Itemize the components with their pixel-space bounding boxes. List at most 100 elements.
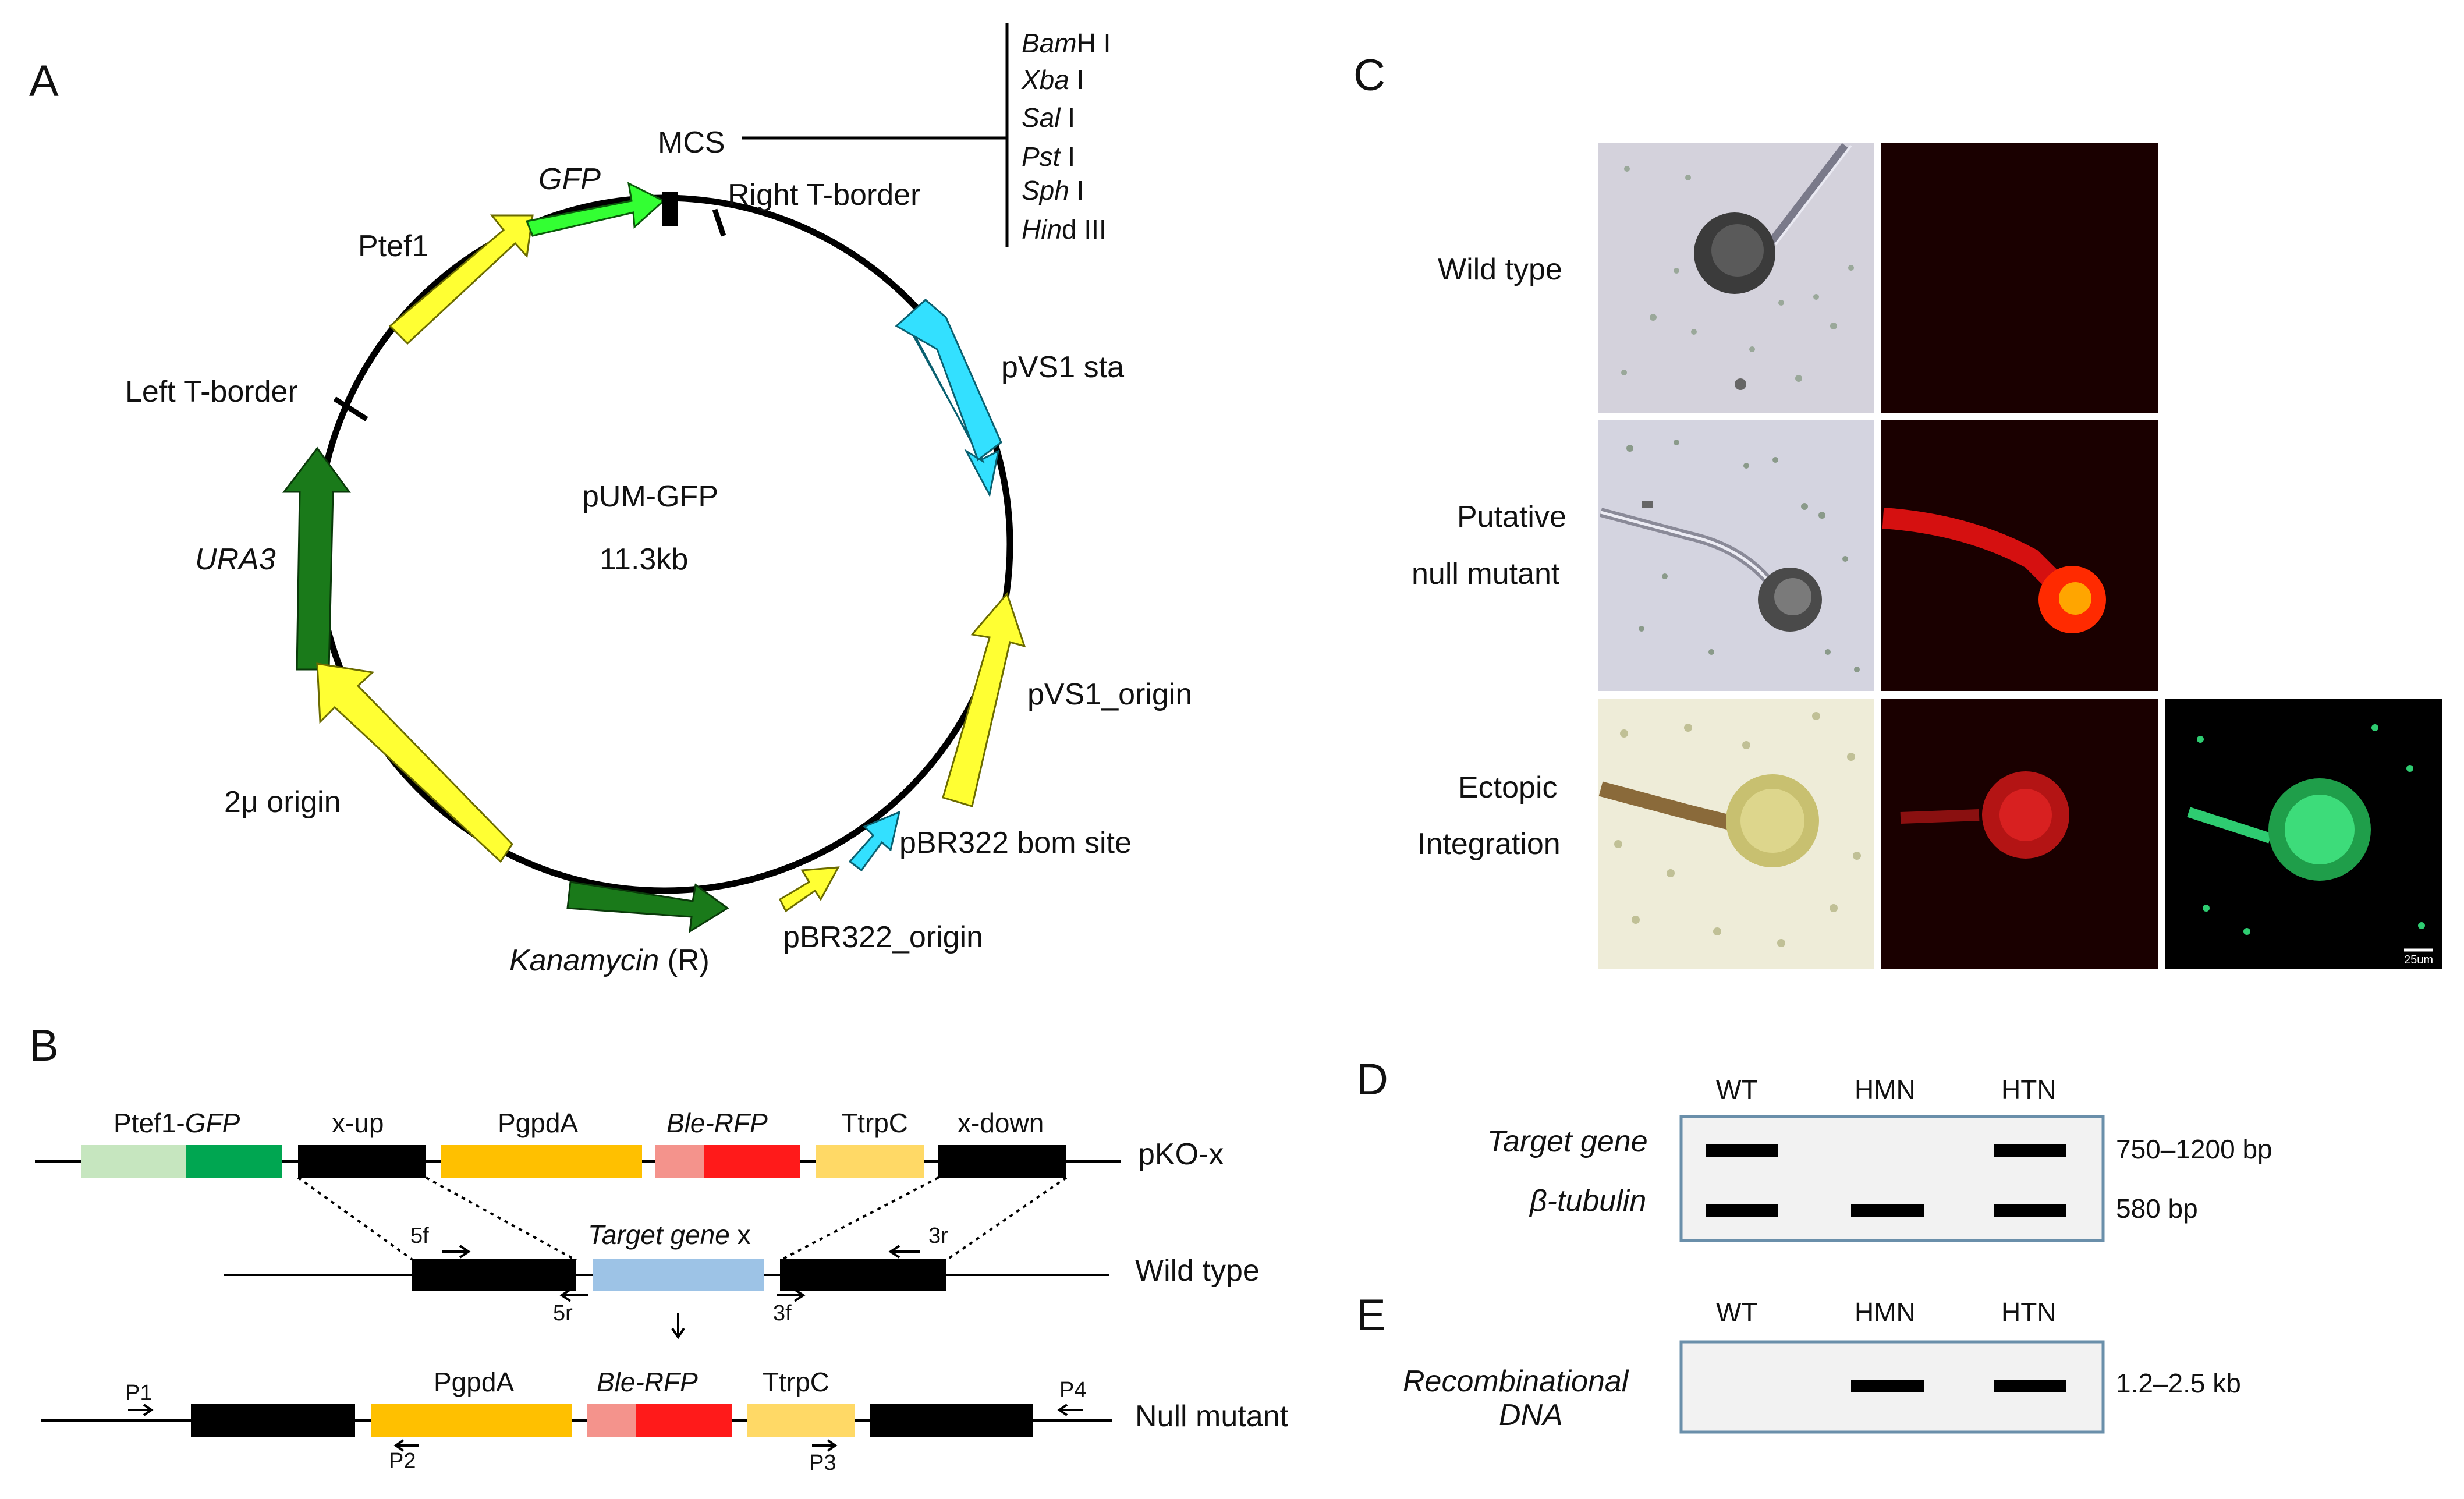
gfp-block <box>186 1145 282 1178</box>
x-down-block <box>938 1145 1066 1178</box>
gel-e-lane-hmn: HMN <box>1855 1297 1916 1327</box>
gel-e-row-label-line2: DNA <box>1499 1398 1563 1432</box>
panel-e: E WT HMN HTN Recombinational DNA 1.2–2.5… <box>1356 1291 2241 1434</box>
ble-rfp-label: Ble-RFP <box>666 1108 768 1138</box>
panel-letter-a: A <box>29 56 59 106</box>
gel-band <box>1994 1144 2066 1157</box>
two-mu-origin-label: 2μ origin <box>224 785 341 819</box>
x-up-label: x-up <box>332 1108 384 1138</box>
ura3-label: URA3 <box>195 543 276 576</box>
site-sphi: Sph I <box>1022 175 1084 205</box>
plasmid-name: pUM-GFP <box>582 480 718 513</box>
primer-3r-arrow <box>888 1245 920 1259</box>
crossover-line-2 <box>426 1176 577 1261</box>
wild-type-construct-label: Wild type <box>1135 1254 1260 1288</box>
site-sali: Sal I <box>1022 102 1075 133</box>
panel-letter-b: B <box>29 1021 59 1071</box>
gel-e-lane-htn: HTN <box>2001 1297 2057 1327</box>
ptef1-block <box>81 1145 186 1178</box>
nm-ttrpc-label: TtrpC <box>763 1367 829 1397</box>
nm-pgpda-label: PgpdA <box>434 1367 514 1397</box>
pbr322-origin-label: pBR322_origin <box>783 920 983 954</box>
crossover-line-3 <box>779 1176 939 1261</box>
row-label-ectopic: Ectopic <box>1458 771 1558 805</box>
x-down-label: x-down <box>958 1108 1044 1138</box>
ble-block <box>655 1145 704 1178</box>
left-t-border-label: Left T-border <box>125 375 298 409</box>
nm-rfp-block <box>636 1404 732 1437</box>
recombination-down-arrow <box>671 1313 685 1339</box>
primer-p3-arrow <box>812 1439 838 1452</box>
panel-d: D WT HMN HTN Target gene β-tubulin 750–1… <box>1356 1055 2272 1242</box>
gel-d-lane-wt: WT <box>1716 1075 1758 1105</box>
primer-5r-arrow <box>559 1288 588 1302</box>
pgpda-block <box>441 1145 642 1178</box>
target-gene-label: Target gene x <box>588 1220 751 1250</box>
target-gene-block <box>593 1259 764 1291</box>
pbr322-bom-feature-arrow <box>848 810 901 872</box>
primer-p2-arrow <box>393 1439 419 1452</box>
right-t-border-label: Right T-border <box>728 178 920 212</box>
primer-p1-label: P1 <box>125 1381 152 1405</box>
ptef1-feature-arrow <box>388 214 534 345</box>
wt-up-block <box>412 1259 576 1291</box>
gel-band <box>1706 1144 1778 1157</box>
micrograph-wt-fluorescence <box>1881 143 2158 413</box>
primer-p4-arrow <box>1057 1404 1083 1416</box>
primer-5f-label: 5f <box>410 1224 429 1248</box>
pbr322-bom-label: pBR322 bom site <box>899 826 1132 860</box>
gel-d-row-beta-tubulin: β-tubulin <box>1529 1184 1646 1218</box>
ptef1-gfp-label: Ptef1-GFP <box>114 1108 240 1138</box>
ttrpc-block <box>816 1145 924 1178</box>
gel-band <box>1706 1204 1778 1217</box>
pgpda-label: PgpdA <box>498 1108 578 1138</box>
gel-d-bands <box>1706 1144 2066 1217</box>
row-label-putative: Putative <box>1457 500 1566 534</box>
rfp-block <box>704 1145 800 1178</box>
primer-5f-arrow <box>442 1245 471 1259</box>
crossover-line-1 <box>297 1176 414 1261</box>
row-label-null-mutant: null mutant <box>1412 557 1560 591</box>
plasmid-size: 11.3kb <box>600 543 688 576</box>
panel-a: A MCS BamH I Xba I Sal I Pst I Sph I Hin… <box>29 23 1192 977</box>
nm-pgpda-block <box>371 1404 572 1437</box>
gel-band <box>1851 1380 1924 1392</box>
micrograph-ectopic-green: 25um <box>2165 699 2442 969</box>
pbr322-origin-feature-arrow <box>779 866 840 913</box>
pko-x-label: pKO-x <box>1138 1137 1224 1171</box>
mcs-block <box>662 192 678 226</box>
micrograph-null-brightfield <box>1598 420 1874 691</box>
wt-down-block <box>780 1259 946 1291</box>
row-label-integration: Integration <box>1417 827 1561 861</box>
crossover-line-4 <box>945 1176 1068 1261</box>
pvs1-sta-feature-arrow-body <box>895 299 1002 462</box>
primer-p1-arrow <box>128 1404 154 1416</box>
gel-d-box <box>1679 1115 2105 1242</box>
right-t-border-tick <box>712 208 726 237</box>
gel-e-size: 1.2–2.5 kb <box>2116 1368 2241 1398</box>
primer-p2-label: P2 <box>389 1449 416 1473</box>
ttrpc-label: TtrpC <box>841 1108 908 1138</box>
nm-ble-rfp-label: Ble-RFP <box>597 1367 698 1397</box>
gel-band <box>1851 1204 1924 1217</box>
panel-letter-c: C <box>1353 51 1385 100</box>
site-xbai: Xba I <box>1021 65 1084 95</box>
nm-ble-block <box>587 1404 636 1437</box>
primer-5r-label: 5r <box>553 1301 573 1326</box>
pvs1-sta-feature-arrow <box>904 317 1000 498</box>
panel-b: B Ptef1-GFP x-up PgpdA Ble-RFP TtrpC x-d… <box>29 1021 1289 1475</box>
gel-d-row-target-gene: Target gene <box>1487 1125 1648 1158</box>
primer-3r-label: 3r <box>928 1224 948 1248</box>
gel-d-size-tubulin: 580 bp <box>2116 1193 2198 1224</box>
pvs1-origin-label: pVS1_origin <box>1027 678 1192 711</box>
kanamycin-label: Kanamycin (R) <box>509 944 710 977</box>
two-mu-origin-feature-arrow <box>316 662 513 863</box>
ptef1-label: Ptef1 <box>358 229 428 263</box>
nm-ttrpc-block <box>747 1404 855 1437</box>
scale-bar-label: 25um <box>2404 954 2433 966</box>
gfp-feature-arrow <box>525 182 665 237</box>
gel-e-bands <box>1851 1380 2066 1392</box>
panel-letter-d: D <box>1356 1055 1388 1104</box>
gel-d-size-target: 750–1200 bp <box>2116 1134 2272 1164</box>
